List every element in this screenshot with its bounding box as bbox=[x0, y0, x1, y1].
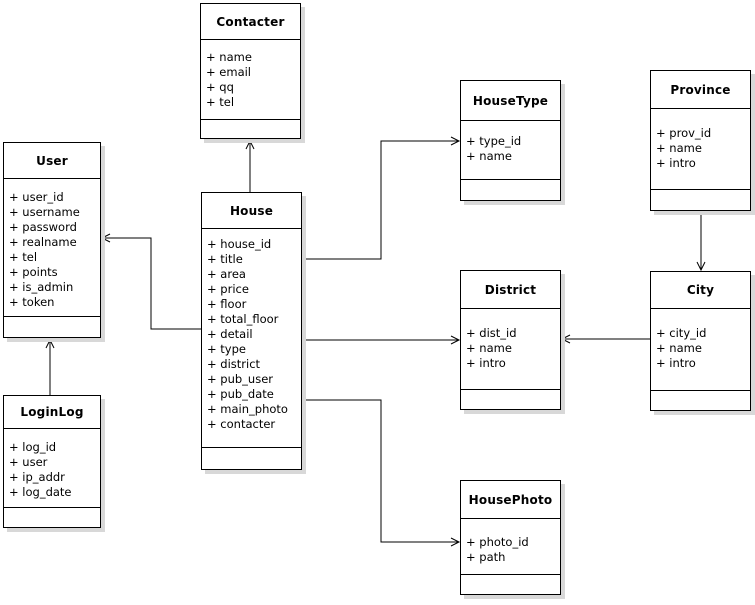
attribute-row: + type_id bbox=[466, 134, 522, 148]
class-province-title: Province bbox=[651, 71, 750, 109]
attribute-row: + type bbox=[207, 342, 246, 356]
class-contacter-attributes: + name + email + qq + tel bbox=[201, 40, 300, 119]
class-user-title: User bbox=[4, 143, 100, 179]
class-province-attributes: + prov_id + name + intro bbox=[651, 109, 750, 189]
class-province[interactable]: Province + prov_id + name + intro bbox=[650, 70, 751, 211]
attribute-row: + total_floor bbox=[207, 312, 279, 326]
attribute-row: + tel bbox=[206, 95, 235, 109]
attribute-row: + area bbox=[207, 267, 246, 281]
class-district-attributes: + dist_id + name + intro bbox=[461, 309, 560, 389]
class-housephoto-attributes: + photo_id + path bbox=[461, 519, 560, 574]
class-housephoto[interactable]: HousePhoto + photo_id + path bbox=[460, 480, 561, 595]
class-contacter[interactable]: Contacter + name + email + qq + tel bbox=[200, 3, 301, 139]
class-city-attributes: + city_id + name + intro bbox=[651, 309, 750, 390]
class-city-title: City bbox=[651, 272, 750, 309]
attribute-row: + pub_user bbox=[207, 372, 274, 386]
class-house-attributes: + house_id + title + area + price + floo… bbox=[202, 229, 301, 447]
attribute-row: + tel bbox=[9, 250, 38, 264]
attribute-row: + detail bbox=[207, 327, 253, 341]
attribute-row: + user_id bbox=[9, 190, 64, 204]
class-province-methods bbox=[651, 189, 750, 210]
attribute-row: + name bbox=[656, 141, 702, 155]
attribute-row: + intro bbox=[656, 356, 696, 370]
attribute-row: + floor bbox=[207, 297, 247, 311]
class-contacter-methods bbox=[201, 119, 300, 138]
class-housetype-methods bbox=[461, 179, 560, 200]
attribute-row: + log_date bbox=[9, 485, 72, 499]
attribute-row: + title bbox=[207, 252, 243, 266]
attribute-row: + pub_date bbox=[207, 387, 274, 401]
attribute-row: + price bbox=[207, 282, 249, 296]
attribute-row: + password bbox=[9, 220, 77, 234]
attribute-row: + realname bbox=[9, 235, 77, 249]
class-loginlog-title: LoginLog bbox=[4, 396, 100, 429]
attribute-row: + contacter bbox=[207, 417, 276, 431]
class-user-attributes: + user_id + username + password + realna… bbox=[4, 179, 100, 316]
attribute-row: + house_id bbox=[207, 237, 272, 251]
attribute-row: + is_admin bbox=[9, 280, 74, 294]
class-housetype-attributes: + type_id + name bbox=[461, 121, 560, 179]
attribute-row: + name bbox=[466, 341, 512, 355]
relation-house-to-user-arrow bbox=[100, 233, 201, 330]
attribute-row: + intro bbox=[466, 356, 506, 370]
attribute-row: + intro bbox=[656, 156, 696, 170]
class-housetype[interactable]: HouseType + type_id + name bbox=[460, 80, 561, 201]
attribute-row: + name bbox=[206, 50, 252, 64]
attribute-row: + dist_id bbox=[466, 326, 517, 340]
relation-house-to-housephoto-arrow bbox=[302, 399, 461, 547]
attribute-row: + name bbox=[466, 149, 512, 163]
class-housetype-title: HouseType bbox=[461, 81, 560, 121]
class-house-methods bbox=[202, 447, 301, 469]
class-user-methods bbox=[4, 316, 100, 337]
attribute-row: + photo_id bbox=[466, 535, 529, 549]
class-loginlog-methods bbox=[4, 507, 100, 527]
attribute-row: + username bbox=[9, 205, 80, 219]
attribute-row: + district bbox=[207, 357, 261, 371]
class-loginlog[interactable]: LoginLog + log_id + user + ip_addr + log… bbox=[3, 395, 101, 528]
attribute-row: + name bbox=[656, 341, 702, 355]
attribute-row: + email bbox=[206, 65, 252, 79]
relation-house-to-housetype-arrow bbox=[302, 136, 461, 260]
class-house-title: House bbox=[202, 193, 301, 229]
attribute-row: + city_id bbox=[656, 326, 707, 340]
attribute-row: + qq bbox=[206, 80, 234, 94]
class-house[interactable]: House + house_id + title + area + price … bbox=[201, 192, 302, 470]
attribute-row: + ip_addr bbox=[9, 470, 65, 484]
attribute-row: + log_id bbox=[9, 440, 57, 454]
attribute-row: + points bbox=[9, 265, 58, 279]
class-loginlog-attributes: + log_id + user + ip_addr + log_date bbox=[4, 429, 100, 507]
class-contacter-title: Contacter bbox=[201, 4, 300, 40]
class-housephoto-title: HousePhoto bbox=[461, 481, 560, 519]
class-housephoto-methods bbox=[461, 574, 560, 594]
attribute-row: + main_photo bbox=[207, 402, 288, 416]
attribute-row: + path bbox=[466, 550, 506, 564]
class-district-methods bbox=[461, 389, 560, 409]
class-city[interactable]: City + city_id + name + intro bbox=[650, 271, 751, 411]
class-city-methods bbox=[651, 390, 750, 410]
class-district[interactable]: District + dist_id + name + intro bbox=[460, 270, 561, 410]
attribute-row: + prov_id bbox=[656, 126, 712, 140]
attribute-row: + user bbox=[9, 455, 48, 469]
class-district-title: District bbox=[461, 271, 560, 309]
class-user[interactable]: User + user_id + username + password + r… bbox=[3, 142, 101, 338]
attribute-row: + token bbox=[9, 295, 55, 309]
